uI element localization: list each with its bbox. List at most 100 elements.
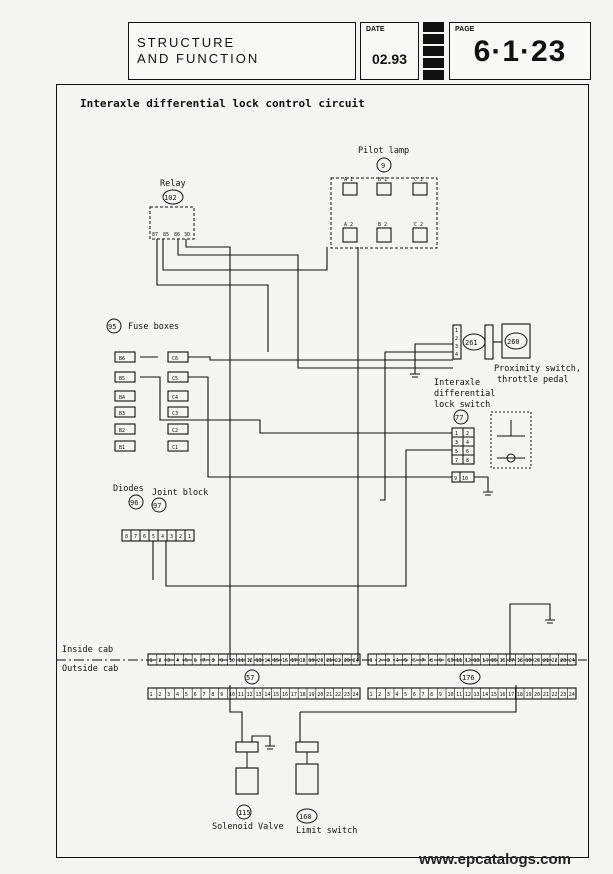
svg-text:4: 4 — [466, 440, 469, 446]
connector-176-bottom-pin: 11 — [456, 692, 462, 698]
connector-57-top-pin: 13 — [256, 658, 262, 664]
connector-176-top-pin: 19 — [526, 658, 532, 664]
connector-176-top-pin: 17 — [508, 658, 514, 664]
connector-176-top-pin: 10 — [448, 658, 454, 664]
connector-57-top-pin: 19 — [309, 658, 315, 664]
connector-57-bottom-pin: 13 — [256, 692, 262, 698]
svg-text:3: 3 — [455, 344, 458, 350]
connector-57-top-pin: 4 — [176, 658, 179, 664]
connector-57-top-pin: 11 — [238, 658, 244, 664]
connector-57-top-pin: 8 — [211, 658, 214, 664]
connector-57-bottom-pin: 16 — [282, 692, 288, 698]
svg-text:2: 2 — [179, 534, 182, 540]
svg-text:96: 96 — [130, 499, 138, 507]
date-value: 02.93 — [371, 51, 408, 67]
connector-176-top-pin: 13 — [474, 658, 480, 664]
connector-176-bottom-pin: 5 — [404, 692, 407, 698]
connector-57-bottom-pin: 15 — [273, 692, 279, 698]
svg-text:57: 57 — [246, 674, 254, 682]
svg-text:B2: B2 — [119, 428, 125, 434]
svg-text:6: 6 — [143, 534, 146, 540]
connector-57-bottom-pin: 19 — [309, 692, 315, 698]
lock-switch-label-2: differential — [434, 389, 495, 399]
connector-176-top-pin: 3 — [387, 658, 390, 664]
connector-57-top-pin: 18 — [300, 658, 306, 664]
connector-57-bottom-pin: 17 — [291, 692, 297, 698]
svg-text:C 2: C 2 — [414, 222, 423, 228]
connector-57-top-pin: 21 — [326, 658, 332, 664]
svg-text:1: 1 — [455, 431, 458, 437]
svg-text:C1: C1 — [172, 445, 178, 451]
connector-176-top-pin: 2 — [378, 658, 381, 664]
svg-text:9: 9 — [454, 476, 457, 482]
svg-text:5: 5 — [152, 534, 155, 540]
limit-switch: 160 — [295, 741, 319, 824]
connector-176-top-pin: 24 — [569, 658, 575, 664]
svg-text:102: 102 — [164, 194, 177, 202]
connector-176-top-pin: 1 — [370, 658, 373, 664]
section-title-line1: STRUCTURE — [137, 35, 236, 50]
svg-text:261: 261 — [465, 339, 478, 347]
connector-57-bottom-pin: 23 — [344, 692, 350, 698]
connector-176-bottom-pin: 7 — [422, 692, 425, 698]
connector-57-bottom-pin: 8 — [211, 692, 214, 698]
svg-text:85: 85 — [163, 232, 169, 238]
svg-text:B3: B3 — [119, 411, 125, 417]
connector-176-bottom-pin: 17 — [508, 692, 514, 698]
svg-text:160: 160 — [299, 813, 312, 821]
connector-176-bottom-pin: 1 — [370, 692, 373, 698]
relay-label: Relay — [160, 179, 186, 189]
connector-57-top-pin: 24 — [353, 658, 359, 664]
date-label: DATE — [366, 26, 385, 33]
connector-176-bottom-pin: 20 — [534, 692, 540, 698]
diagram-frame — [56, 84, 589, 858]
wires — [140, 239, 551, 746]
lock-switch-label-3: lock switch — [434, 400, 490, 410]
connector-57-bottom-pin: 7 — [203, 692, 206, 698]
svg-text:C4: C4 — [172, 395, 178, 401]
connector-57-bottom-pin: 14 — [264, 692, 270, 698]
svg-text:8: 8 — [466, 458, 469, 464]
connector-57-bottom-pin: 5 — [185, 692, 188, 698]
fuse-box-right: C6 C5 C4 C3 C2 C1 — [167, 351, 189, 452]
connector-176-bottom-pin: 23 — [560, 692, 566, 698]
connector-176-bottom-pin: 4 — [396, 692, 399, 698]
connector-57-bottom-pin: 20 — [317, 692, 323, 698]
svg-text:30: 30 — [184, 232, 190, 238]
connector-57-top-pin: 12 — [247, 658, 253, 664]
connector-57-top-pin: 1 — [150, 658, 153, 664]
connector-261: 1 2 3 4 261 — [452, 324, 494, 360]
svg-text:95: 95 — [108, 323, 116, 331]
proximity-switch-label-2: throttle pedal — [497, 375, 569, 385]
connector-176-top-pin: 9 — [439, 658, 442, 664]
lock-switch-label-1: Interaxle — [434, 378, 480, 388]
connector-176-bottom-pin: 14 — [482, 692, 488, 698]
svg-text:115: 115 — [238, 809, 251, 817]
pilot-lamp-unit: A 1 B 1 C 1 A 2 B 2 C 2 — [330, 177, 438, 249]
connector-176-bottom-pin: 2 — [378, 692, 381, 698]
connector-176-top-pin: 18 — [517, 658, 523, 664]
svg-text:10: 10 — [462, 476, 468, 482]
fuse-boxes-ref: 95 — [106, 318, 122, 334]
connector-57-top-pin: 6 — [194, 658, 197, 664]
svg-text:C6: C6 — [172, 356, 178, 362]
solenoid-valve-label: Solenoid Valve — [212, 822, 284, 832]
svg-text:87: 87 — [152, 232, 158, 238]
svg-text:260: 260 — [507, 338, 520, 346]
svg-text:3: 3 — [170, 534, 173, 540]
connector-57-top-pin: 15 — [273, 658, 279, 664]
connector-176-bottom-pin: 13 — [474, 692, 480, 698]
ground-symbols — [265, 373, 555, 750]
connector-176-bottom-pin: 15 — [491, 692, 497, 698]
connector-57-top-pin: 3 — [167, 658, 170, 664]
diagram-title: Interaxle differential lock control circ… — [80, 97, 365, 110]
pilot-lamp-label: Pilot lamp — [358, 146, 409, 156]
relay-ref: 102 — [162, 189, 184, 205]
connector-57-bottom-pin: 10 — [229, 692, 235, 698]
connector-176-top-pin: 5 — [404, 658, 407, 664]
connector-176-bottom-pin: 6 — [413, 692, 416, 698]
svg-text:1: 1 — [455, 328, 458, 334]
connector-176-top-pin: 4 — [396, 658, 399, 664]
connector-57-bottom-pin: 3 — [167, 692, 170, 698]
